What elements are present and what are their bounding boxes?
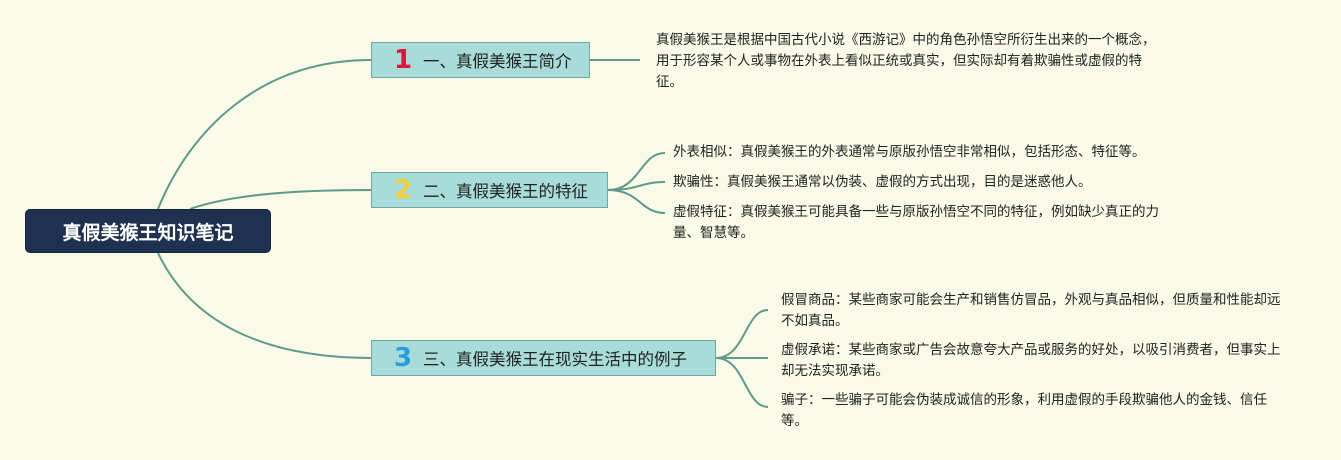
leaf-3-3: 骗子：一些骗子可能会伪装成诚信的形象，利用虚假的手段欺骗他人的金钱、信任等。: [781, 392, 1267, 429]
leaf-2-2: 欺骗性：真假美猴王通常以伪装、虚假的方式出现，目的是迷惑他人。: [673, 174, 1092, 190]
connector-branch-2-leaf-3: [607, 189, 666, 214]
branch-label-2: 二、真假美猴王的特征: [423, 182, 588, 201]
root-node[interactable]: 真假美猴王知识笔记: [25, 209, 271, 253]
leaf-3-1: 假冒商品：某些商家可能会生产和销售仿冒品，外观与真品相似，但质量和性能却远不如真…: [781, 292, 1281, 329]
connector-branch-2-leaf-1: [607, 152, 666, 191]
branch-node-2[interactable]: 2 二、真假美猴王的特征: [371, 172, 608, 208]
branch-number-1: 1: [393, 45, 413, 75]
branch-label-3: 三、真假美猴王在现实生活中的例子: [423, 350, 687, 369]
branch-number-2: 2: [393, 175, 413, 205]
root-label: 真假美猴王知识笔记: [62, 221, 234, 244]
connector-root-branch-3: [157, 252, 372, 359]
leaf-3-2: 虚假承诺：某些商家或广告会故意夸大产品或服务的好处，以吸引消费者，但事实上却无法…: [781, 342, 1281, 379]
leaf-2-3: 虚假特征：真假美猴王可能具备一些与原版孙悟空不同的特征，例如缺少真正的力量、智慧…: [673, 204, 1159, 241]
connector-branch-3-leaf-1: [715, 309, 769, 359]
branch-node-1[interactable]: 1 一、真假美猴王简介: [371, 42, 590, 78]
connector-root-branch-1: [157, 59, 372, 210]
connector-branch-3-leaf-3: [715, 357, 769, 408]
branch-node-3[interactable]: 3 三、真假美猴王在现实生活中的例子: [371, 340, 716, 376]
connector-root-branch-2: [189, 189, 372, 210]
branch-label-1: 一、真假美猴王简介: [423, 52, 572, 71]
leaf-1-1: 真假美猴王是根据中国古代小说《西游记》中的角色孙悟空所衍生出来的一个概念，用于形…: [656, 32, 1156, 90]
branch-number-3: 3: [393, 343, 413, 373]
leaf-2-1: 外表相似：真假美猴王的外表通常与原版孙悟空非常相似，包括形态、特征等。: [673, 144, 1146, 160]
connector-branch-2-leaf-2: [607, 181, 666, 191]
